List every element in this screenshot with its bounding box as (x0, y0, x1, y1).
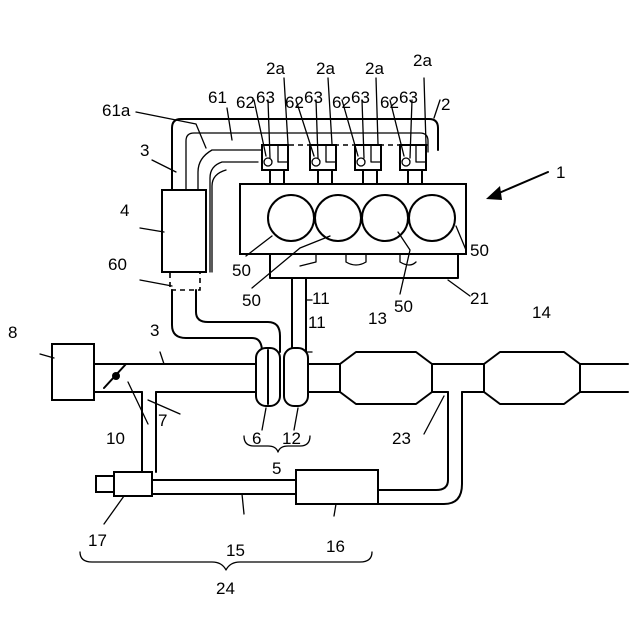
label-egr-cooler: 16 (326, 537, 345, 556)
label-egr-system: 24 (216, 579, 235, 598)
egr-cooler (296, 470, 378, 504)
label-joint-a: 6 (252, 429, 261, 448)
label-exhaust-pipe-top: 11 (312, 289, 330, 308)
label-63-4: 63 (399, 88, 418, 107)
label-61: 61 (208, 88, 227, 107)
throttle-pivot (112, 372, 120, 380)
label-air-cleaner: 8 (8, 323, 17, 342)
port-necks (270, 170, 422, 184)
label-2a-3: 2a (365, 59, 384, 78)
port-block-4 (400, 145, 426, 170)
manifold-runner-inner (212, 170, 226, 272)
exhaust-runners (300, 254, 416, 266)
label-2a-4: 2a (413, 51, 432, 70)
label-cylinder-1: 50 (232, 261, 251, 280)
label-egr-valve: 17 (88, 531, 107, 550)
label-branch-pipe: 7 (158, 411, 167, 430)
label-air-cleaner-module: 4 (120, 201, 129, 220)
label-intake-manifold: 2 (441, 95, 450, 114)
label-throttle: 10 (106, 429, 125, 448)
label-exhaust-pipe: 11 (308, 313, 326, 332)
air-cleaner-module (162, 190, 206, 272)
egr-pipe-15 (152, 480, 296, 494)
mid-pipe (432, 364, 484, 392)
label-catalyst-rear: 14 (532, 303, 551, 322)
label-61a: 61a (102, 101, 131, 120)
module-outlet (170, 272, 200, 290)
label-62-2: 62 (285, 93, 304, 112)
joint-12 (284, 348, 308, 406)
air-cleaner (52, 344, 94, 400)
label-cylinder-4: 50 (470, 241, 489, 260)
label-62-4: 62 (380, 93, 399, 112)
catalyst-front (340, 352, 432, 404)
label-catalyst-front: 13 (368, 309, 387, 328)
label-joint-assembly: 5 (272, 459, 281, 478)
intake-pipe-60-inner (196, 290, 280, 352)
exhaust-pipe-11 (292, 278, 306, 352)
label-cylinder-2: 50 (242, 291, 261, 310)
label-cylinder-3: 50 (394, 297, 413, 316)
label-63-1: 63 (256, 88, 275, 107)
label-intake-pipe: 3 (150, 321, 159, 340)
label-62-3: 62 (332, 93, 351, 112)
label-intake-pipe-top: 3 (140, 141, 149, 160)
label-63-2: 63 (304, 88, 323, 107)
port-block-1 (262, 145, 288, 170)
port-block-2 (310, 145, 336, 170)
engine-arrow-icon (486, 186, 502, 200)
label-engine: 1 (556, 163, 565, 182)
label-63-3: 63 (351, 88, 370, 107)
exhaust-line (308, 364, 340, 392)
label-egr-pipe: 15 (226, 541, 245, 560)
exhaust-manifold (270, 254, 458, 278)
label-pipe-60: 60 (108, 255, 127, 274)
label-62-1: 62 (236, 93, 255, 112)
label-joint-b: 12 (282, 429, 301, 448)
egr-branch-23 (378, 392, 462, 504)
label-2a-1: 2a (266, 59, 285, 78)
branch-pipe-7 (142, 392, 156, 472)
port-block-3 (355, 145, 381, 170)
egr-valve-body (114, 472, 152, 496)
egr-valve-actuator (96, 476, 114, 492)
label-2a-2: 2a (316, 59, 335, 78)
catalyst-rear (484, 352, 580, 404)
label-engine-block: 21 (470, 289, 489, 308)
tail-pipe (580, 364, 628, 392)
label-egr-branch: 23 (392, 429, 411, 448)
